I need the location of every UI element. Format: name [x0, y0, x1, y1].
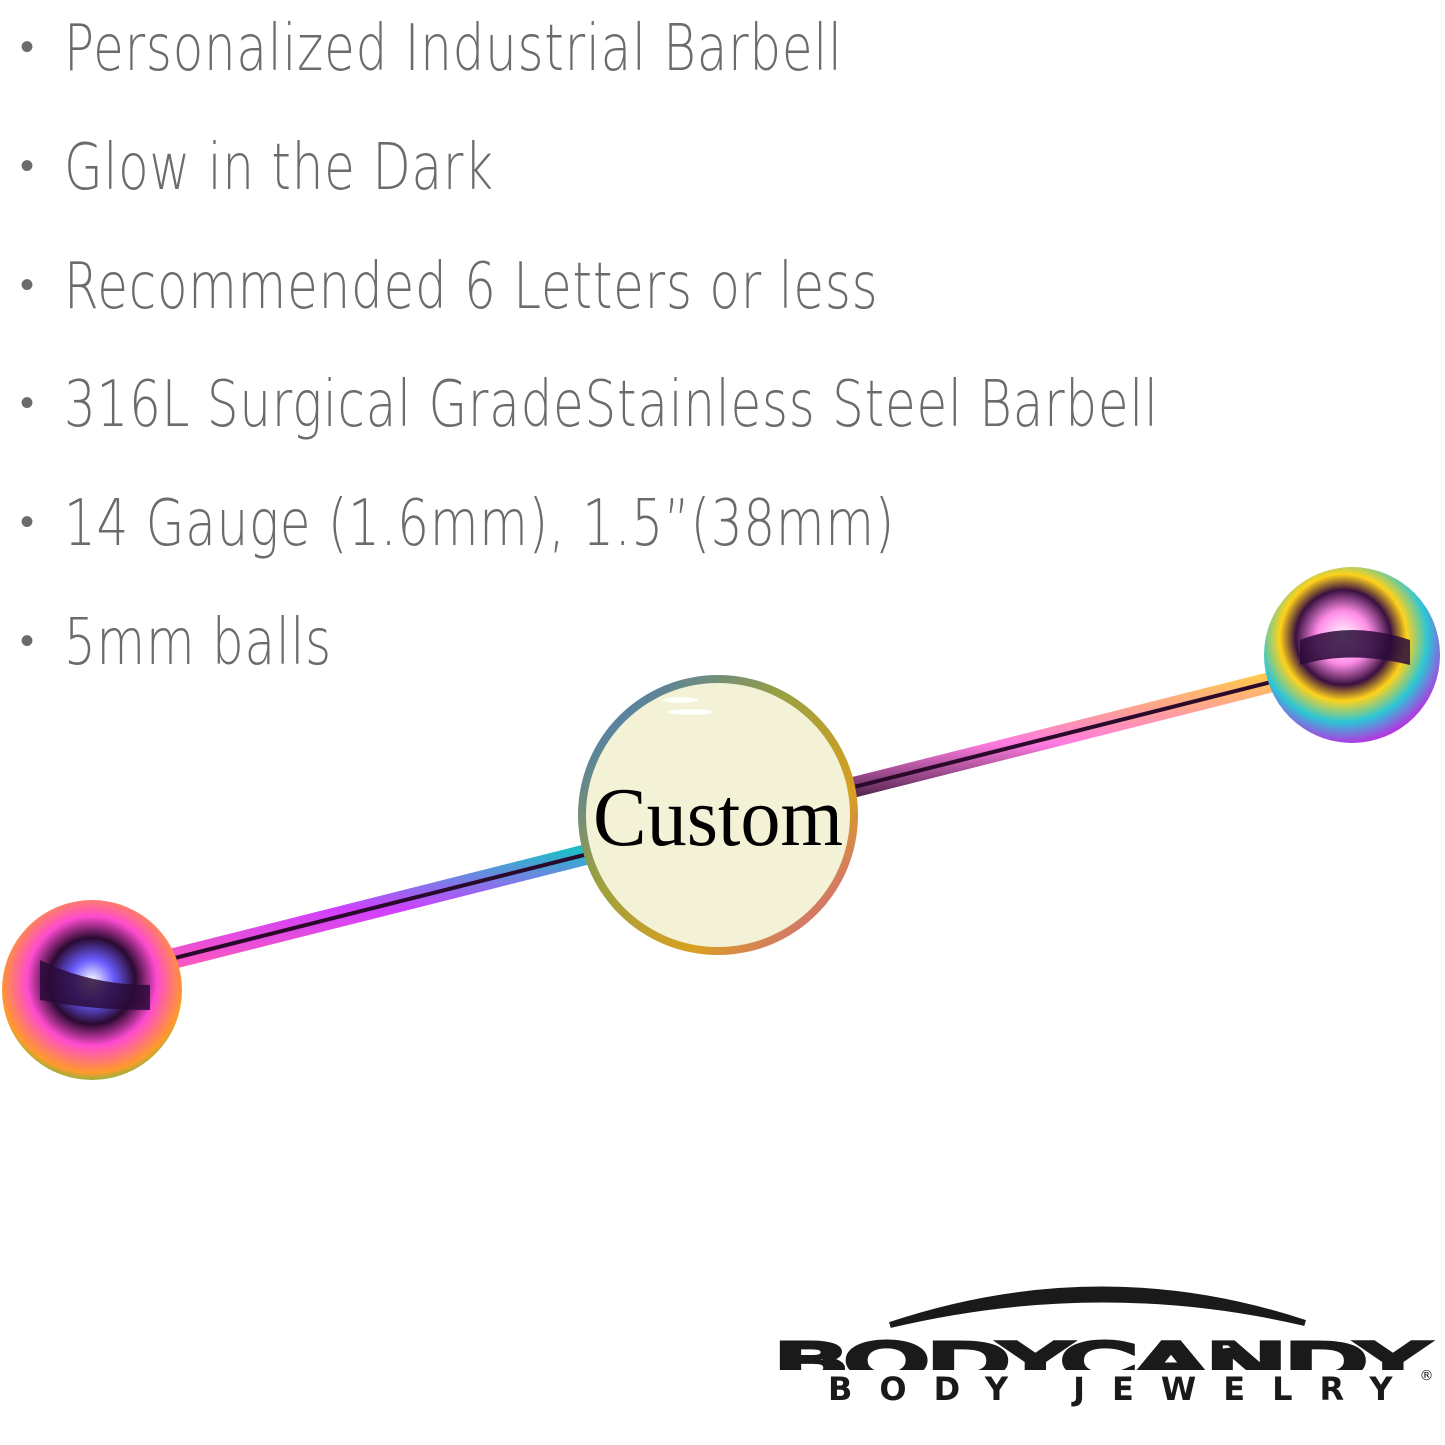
- feature-text: 5mm balls: [64, 606, 332, 680]
- feature-item: • Glow in the Dark: [20, 133, 615, 207]
- feature-item: • 5mm balls: [20, 608, 408, 682]
- bodycandy-logo: BODYCANDY BODY JEWELRY®: [770, 1275, 1440, 1435]
- registered-mark: ®: [1419, 1368, 1434, 1385]
- feature-text: Glow in the Dark: [64, 131, 494, 205]
- bullet-icon: •: [20, 617, 36, 664]
- logo-arc-icon: BODYCANDY: [773, 1286, 1429, 1393]
- bullet-icon: •: [20, 142, 36, 189]
- feature-item: • 316L Surgical GradeStainless Steel Barb…: [20, 370, 1445, 444]
- brand-name: BODYCANDY: [775, 1334, 1426, 1370]
- feature-text: Personalized Industrial Barbell: [64, 12, 843, 86]
- feature-text: Recommended 6 Letters or less: [64, 250, 879, 324]
- bullet-icon: •: [20, 379, 36, 426]
- brand-tagline: BODY JEWELRY: [828, 1370, 1420, 1408]
- custom-disc: Custom: [578, 675, 858, 955]
- bullet-icon: •: [20, 23, 36, 70]
- disc-text: Custom: [593, 771, 843, 864]
- barbell-product-image: Custom: [2, 567, 1440, 1080]
- feature-item: • 14 Gauge (1.6mm), 1.5”(38mm): [20, 489, 1129, 563]
- left-ball: [2, 900, 182, 1080]
- feature-text: 14 Gauge (1.6mm), 1.5”(38mm): [64, 487, 895, 561]
- feature-text: 316L Surgical GradeStainless Steel Barbe…: [64, 368, 1159, 442]
- bullet-icon: •: [20, 261, 36, 308]
- feature-item: • Personalized Industrial Barbell: [20, 14, 1062, 88]
- bullet-icon: •: [20, 498, 36, 545]
- feature-item: • Recommended 6 Letters or less: [20, 252, 1108, 326]
- right-ball: [1264, 567, 1440, 743]
